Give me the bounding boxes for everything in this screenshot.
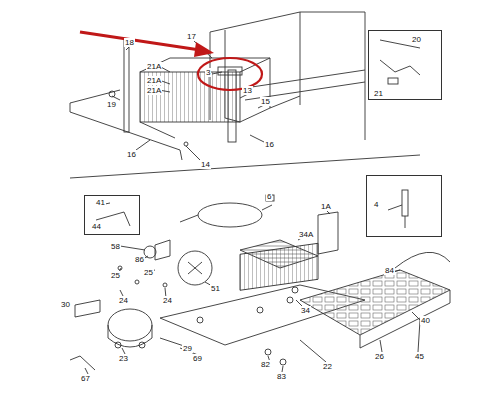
callout-number: 67	[80, 374, 91, 383]
callout-number: 3	[205, 68, 211, 77]
inset-box: 2021	[368, 30, 442, 100]
callout-number: 34A	[298, 230, 314, 239]
callout-number: 34	[300, 306, 311, 315]
callout-number: 19	[106, 100, 117, 109]
callout-number: 41	[95, 198, 106, 207]
callout-number: 16	[126, 150, 137, 159]
inset-box: 41 44	[84, 195, 140, 235]
callout-number: 13	[242, 86, 253, 95]
callout-number: 29	[182, 344, 193, 353]
callout-number: 21A	[146, 62, 162, 71]
callout-number: 21A	[146, 76, 162, 85]
callout-number: 23	[118, 354, 129, 363]
red-arrow	[80, 32, 200, 50]
callout-number: 44	[91, 222, 102, 231]
callout-number: 24	[162, 296, 173, 305]
callout-number: 82	[260, 360, 271, 369]
callout-number: 25	[110, 271, 121, 280]
callout-number: 14	[200, 160, 211, 169]
callout-number: 83	[276, 372, 287, 381]
callout-number: 20	[411, 35, 422, 44]
callout-number: 84	[384, 266, 395, 275]
callout-number: 17	[186, 32, 197, 41]
callout-number: 1A	[320, 202, 332, 211]
callout-number: 45	[414, 352, 425, 361]
callout-number: 15	[260, 97, 271, 106]
red-arrowhead	[194, 42, 214, 57]
callout-number: 69	[192, 354, 203, 363]
callout-number: 25	[143, 268, 154, 277]
callout-number: 22	[322, 362, 333, 371]
callout-number: 86	[134, 255, 145, 264]
inset-box: 4	[366, 175, 442, 237]
callout-number: 51	[210, 284, 221, 293]
callout-number: 58	[110, 242, 121, 251]
callout-number: 24	[118, 296, 129, 305]
callout-number: 18	[124, 38, 135, 47]
callout-number: 16	[264, 140, 275, 149]
callout-number: 26	[374, 352, 385, 361]
callout-number: 21A	[146, 86, 162, 95]
callout-number: 30	[60, 300, 71, 309]
callout-number: 40	[420, 316, 431, 325]
callout-number: 6	[266, 192, 272, 201]
callout-number: 21	[373, 89, 384, 98]
callout-number: 4	[373, 200, 379, 209]
